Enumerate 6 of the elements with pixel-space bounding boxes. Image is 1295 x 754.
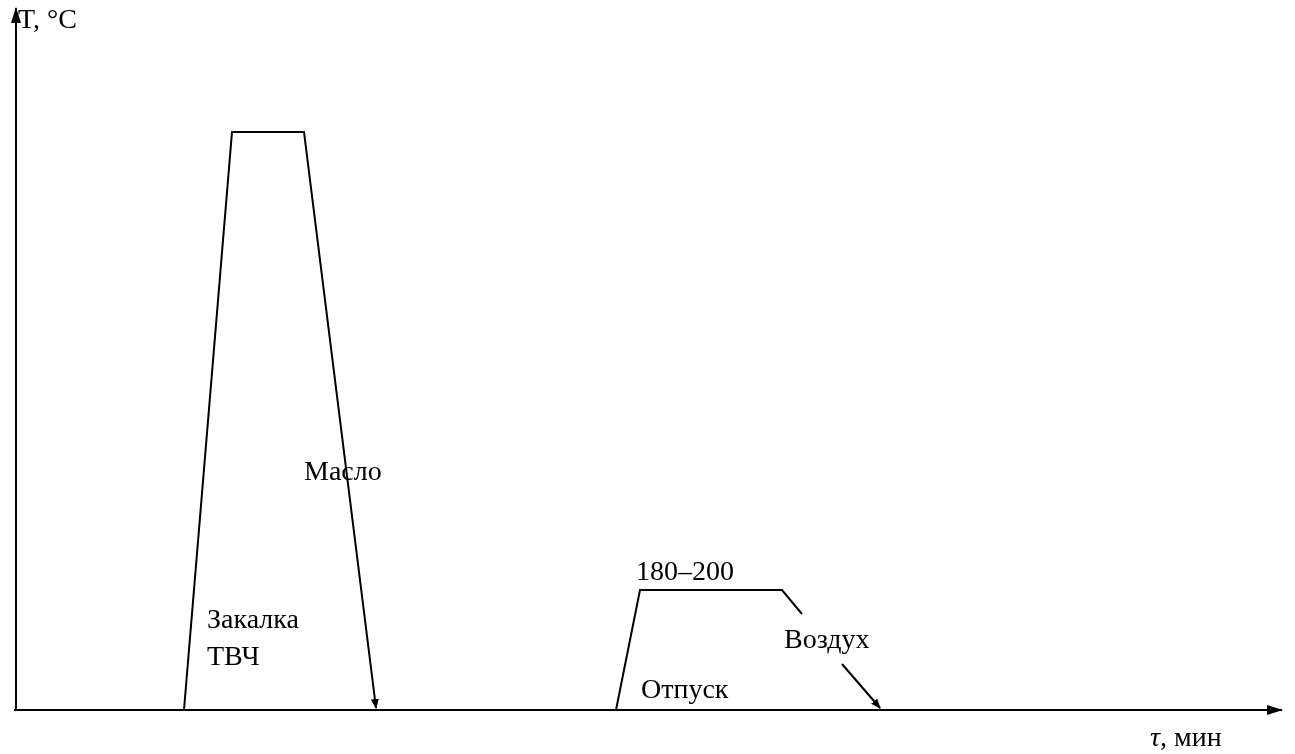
- process-label: Отпуск: [641, 672, 729, 706]
- cooling-label: Воздух: [784, 622, 870, 656]
- process-label: Закалка ТВЧ: [207, 602, 300, 673]
- axis-label: T, °C: [18, 2, 77, 36]
- axis-label: τ, мин: [1150, 720, 1222, 754]
- temperature-label: 180–200: [636, 554, 734, 588]
